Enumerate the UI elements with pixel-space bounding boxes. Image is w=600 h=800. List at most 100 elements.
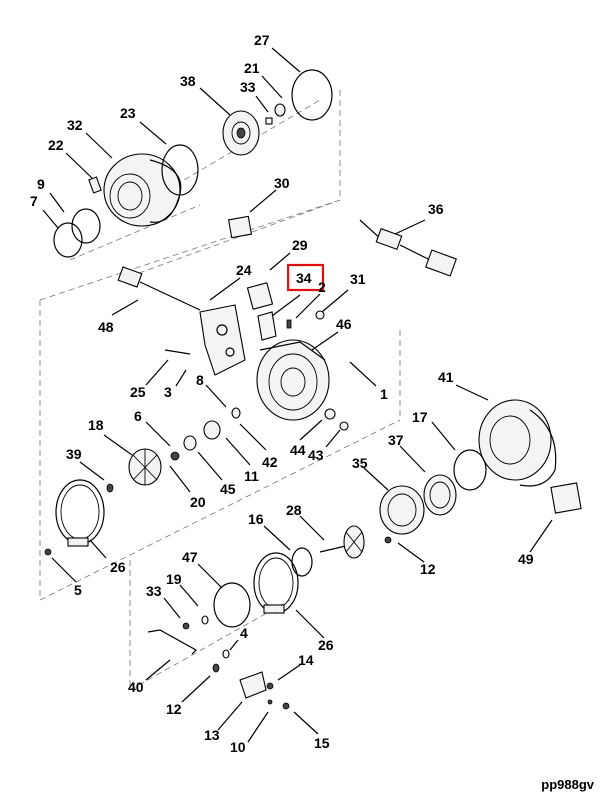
callout-39: 39 xyxy=(66,446,82,462)
callout-49: 49 xyxy=(518,551,534,567)
seal-4 xyxy=(222,649,230,659)
callout-38: 38 xyxy=(180,73,196,89)
snap-ring-7 xyxy=(53,222,83,258)
nut-12-lower xyxy=(212,663,220,673)
callout-1: 1 xyxy=(380,386,388,402)
gasket-29 xyxy=(246,282,274,310)
callout-17: 17 xyxy=(412,409,428,425)
bearing-6 xyxy=(170,451,180,461)
callout-34: 34 xyxy=(296,270,312,286)
bracket-34 xyxy=(257,311,277,341)
callout-21: 21 xyxy=(244,60,260,76)
callout-22: 22 xyxy=(48,137,64,153)
callout-19: 19 xyxy=(166,571,182,587)
callout-36: 36 xyxy=(428,201,444,217)
callout-12-lower: 12 xyxy=(166,701,182,717)
callout-11: 11 xyxy=(244,468,259,484)
callout-41: 41 xyxy=(438,369,454,385)
callout-26-upper: 26 xyxy=(110,559,126,575)
callout-8: 8 xyxy=(196,372,204,388)
washer-10 xyxy=(267,699,273,705)
callout-16: 16 xyxy=(248,511,264,527)
callout-46: 46 xyxy=(336,316,352,332)
nozzle-ring-35 xyxy=(379,485,425,535)
small-bolt-33 xyxy=(265,117,273,125)
callout-33: 33 xyxy=(240,79,256,95)
callout-37: 37 xyxy=(388,432,404,448)
callout-10: 10 xyxy=(230,739,246,755)
part-labels: 27 21 38 33 23 32 22 9 7 30 36 29 24 34 … xyxy=(30,32,534,755)
nut-21 xyxy=(274,103,286,117)
callout-47: 47 xyxy=(182,549,198,565)
heat-shield-37 xyxy=(423,474,457,516)
callout-4: 4 xyxy=(240,625,248,641)
leader-arrows xyxy=(42,47,553,743)
seal-ring-9 xyxy=(71,208,101,244)
wastegate-shaft-40 xyxy=(147,629,197,655)
insert-11 xyxy=(203,420,221,440)
oring-47 xyxy=(213,582,251,628)
screw-2 xyxy=(286,319,292,329)
callout-23: 23 xyxy=(120,105,136,121)
callout-40: 40 xyxy=(128,679,144,695)
clip-15 xyxy=(282,702,290,710)
callout-44: 44 xyxy=(290,442,306,458)
callout-28: 28 xyxy=(286,502,302,518)
v-band-clamp-lower xyxy=(253,552,299,614)
lever-13 xyxy=(239,671,267,699)
screw-5 xyxy=(44,548,52,556)
callout-13: 13 xyxy=(204,727,220,743)
turbine-shaft-wheel xyxy=(319,525,365,559)
callout-27: 27 xyxy=(254,32,270,48)
callout-30: 30 xyxy=(274,175,290,191)
pin-14 xyxy=(266,682,274,690)
callout-32: 32 xyxy=(67,117,83,133)
seal-43 xyxy=(339,421,349,431)
reference-code: pp988gv xyxy=(541,777,594,792)
assembly-guides xyxy=(39,90,401,691)
seal-44 xyxy=(324,408,336,420)
callout-24: 24 xyxy=(236,262,252,278)
callout-29: 29 xyxy=(292,237,308,253)
callout-20: 20 xyxy=(190,494,206,510)
washer-8 xyxy=(231,407,241,419)
actuator-assembly xyxy=(117,266,246,376)
callout-14: 14 xyxy=(298,652,314,668)
callout-2: 2 xyxy=(318,279,326,295)
speed-sensor xyxy=(359,219,457,277)
clip-22 xyxy=(88,176,102,194)
backplate xyxy=(222,110,260,156)
callout-5: 5 xyxy=(74,582,82,598)
compressor-wheel xyxy=(128,448,162,486)
callout-35: 35 xyxy=(352,455,368,471)
compressor-housing xyxy=(103,153,182,227)
washer-45 xyxy=(183,435,197,451)
turbine-housing xyxy=(478,399,557,487)
callout-42: 42 xyxy=(262,454,278,470)
callout-3: 3 xyxy=(164,384,172,400)
callout-15: 15 xyxy=(314,735,330,751)
highlight-box xyxy=(286,263,325,292)
gasket-30 xyxy=(227,215,253,239)
callout-33-lower: 33 xyxy=(146,583,162,599)
oring-17 xyxy=(453,449,487,491)
compressor-oring xyxy=(161,144,199,196)
nut-39 xyxy=(106,483,114,493)
oring-16 xyxy=(291,547,313,577)
callout-18: 18 xyxy=(88,417,104,433)
callout-31: 31 xyxy=(350,271,366,287)
callout-45: 45 xyxy=(220,481,236,497)
gasket-49 xyxy=(550,482,582,514)
callout-43: 43 xyxy=(308,447,324,463)
callout-9: 9 xyxy=(37,176,45,192)
screw-31 xyxy=(315,310,325,320)
center-housing xyxy=(256,339,330,421)
callout-6: 6 xyxy=(134,408,142,424)
callout-25: 25 xyxy=(130,384,146,400)
callout-12-upper: 12 xyxy=(420,561,436,577)
bolt-33-lower xyxy=(182,622,190,630)
large-oring-27 xyxy=(291,69,333,121)
rod-25 xyxy=(164,349,191,355)
